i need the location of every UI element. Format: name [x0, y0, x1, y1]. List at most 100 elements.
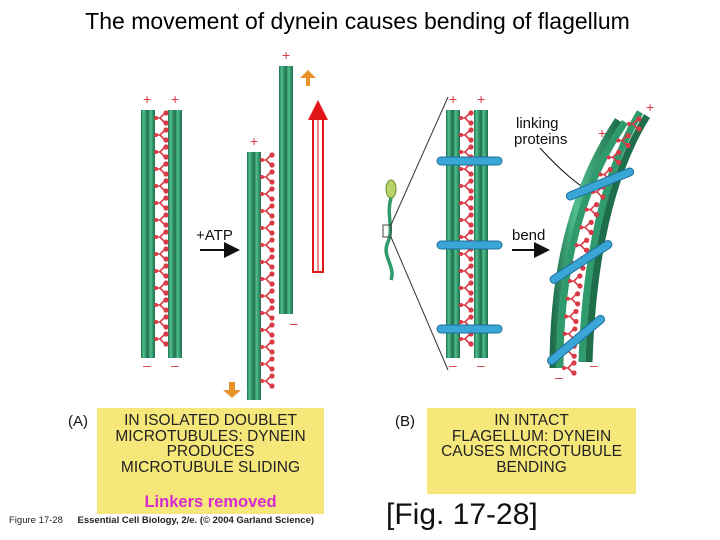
doublet-slid-upper [279, 66, 293, 314]
dynein-head [163, 229, 169, 235]
dynein-head [269, 162, 275, 168]
linker-protein [546, 314, 606, 366]
dynein-head [575, 291, 581, 297]
dynein-head [563, 314, 568, 319]
dynein-head [163, 273, 169, 279]
dynein-head [163, 307, 169, 313]
dynein-head [459, 201, 463, 205]
dynein-head [468, 212, 474, 218]
dynein-head [163, 280, 169, 286]
linker-protein [549, 240, 613, 284]
dynein-head [163, 341, 169, 347]
dynein-head [163, 195, 169, 201]
dynein-head [269, 203, 275, 209]
dynein-head [468, 263, 474, 269]
dynein-head [260, 158, 264, 162]
dynein-head [573, 308, 579, 315]
plus-sign: + [282, 47, 290, 63]
dynein-head [260, 192, 264, 196]
dynein-head [269, 322, 275, 328]
dynein-head [571, 360, 577, 366]
zoom-lines [390, 96, 449, 371]
figure-credit: Figure 17-28 Essential Cell Biology, 2/e… [9, 515, 314, 526]
dynein-head [459, 167, 463, 171]
dynein-head [575, 301, 581, 307]
dynein-head [459, 337, 463, 341]
dynein-head [459, 235, 463, 239]
dynein-head [154, 286, 158, 290]
dynein-head [260, 260, 264, 264]
dynein-head [269, 271, 275, 277]
dynein-head [468, 120, 474, 126]
panel-a-diagram: + + – – +ATP + + – – [141, 47, 328, 415]
dynein-head [627, 122, 631, 126]
zoom-box [382, 224, 392, 238]
dynein-head [616, 149, 622, 155]
dynein-head [269, 213, 275, 219]
linker-protein [565, 167, 635, 201]
dynein-head [260, 345, 264, 349]
dynein-head [607, 166, 613, 173]
dynein-head [269, 179, 275, 185]
figure-reference: [Fig. 17-28] [386, 498, 538, 531]
dynein-head [154, 116, 158, 120]
panel-a-caption: IN ISOLATED DOUBLET MICROTUBULES: DYNEIN… [97, 408, 324, 494]
dynein-head [154, 320, 158, 324]
minus-sign: – [290, 315, 298, 331]
dynein-head [468, 110, 474, 116]
dynein-head [584, 207, 589, 212]
dynein-head [269, 247, 275, 253]
dynein-head [269, 186, 275, 192]
dynein-head [260, 379, 264, 383]
plus-sign: + [171, 91, 179, 107]
panel-b-label: (B) [395, 413, 415, 430]
dynein-head [468, 280, 474, 286]
dynein-head [468, 297, 474, 303]
dynein-head [574, 243, 579, 248]
doublet-b-right [474, 110, 488, 358]
dynein-head [636, 116, 642, 122]
dynein-head [260, 328, 264, 332]
dynein-head [163, 314, 169, 320]
dynein-head [154, 235, 158, 239]
dynein-head [163, 144, 169, 150]
minus-sign: – [555, 369, 563, 385]
dynein-head [577, 273, 583, 279]
linkers-removed-note: Linkers removed [97, 492, 324, 514]
dynein-head [163, 127, 169, 133]
linking-label-line1: linking [516, 115, 559, 132]
dynein-head [565, 296, 570, 301]
dynein-head [468, 229, 474, 235]
plus-sign: + [250, 133, 258, 149]
dynein-head [459, 252, 463, 256]
caption-line: IN ISOLATED DOUBLET [124, 412, 297, 429]
dynein-head [260, 277, 264, 281]
dynein-head [260, 175, 264, 179]
minus-sign: – [449, 357, 457, 373]
dynein-head [588, 229, 594, 235]
caption-line: MICROTUBULE SLIDING [120, 458, 301, 476]
leader-line [539, 147, 589, 191]
dynein-head [163, 324, 169, 330]
dynein-head [593, 212, 600, 218]
minus-sign: – [477, 357, 485, 373]
dynein-head [163, 256, 169, 262]
dynein-head [606, 155, 611, 160]
plus-sign: + [477, 91, 485, 107]
dynein-head [260, 294, 264, 298]
dynein-arms-b1 [459, 110, 474, 347]
dynein-head [269, 220, 275, 226]
dynein-head [468, 205, 474, 211]
dynein-head [163, 222, 169, 228]
dynein-head [269, 264, 275, 270]
linker-protein [436, 156, 503, 166]
dynein-head [584, 237, 590, 243]
linker-protein [436, 324, 503, 334]
dynein-head [468, 290, 474, 296]
page-title: The movement of dynein causes bending of… [85, 8, 630, 34]
panel-b-caption: IN INTACT FLAGELLUM: DYNEIN CAUSES MICRO… [427, 408, 636, 494]
dynein-head [269, 169, 275, 175]
dynein-head [269, 315, 275, 321]
dynein-head [269, 339, 275, 345]
dynein-head [567, 279, 572, 284]
